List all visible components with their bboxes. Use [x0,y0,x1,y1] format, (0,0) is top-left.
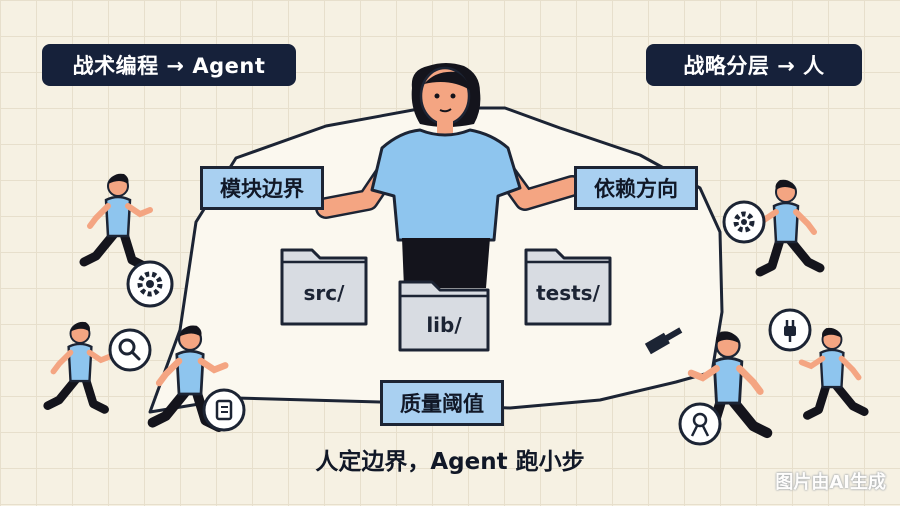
folder-tests-label: tests/ [536,281,600,305]
caption: 人定边界，Agent 跑小步 [315,449,585,475]
quality-threshold-label: 质量阈值 [380,380,504,426]
document-icon [202,388,246,432]
magnifier-icon [108,328,152,372]
tactical-programming-pill: 战术编程 → Agent [42,44,296,86]
plug-icon [768,308,812,352]
folder-tests [524,248,612,326]
folder-lib [398,280,490,352]
gear-icon-right [722,200,766,244]
gear-icon [126,260,174,308]
dependency-direction-label: 依赖方向 [574,166,698,210]
central-person-figure [315,63,583,288]
watermark: 图片由AI生成 [775,472,886,493]
hammer-icon [644,327,683,355]
folder-src-label: src/ [304,281,346,305]
folder-src [280,248,368,326]
runner-right-bottom [802,328,865,416]
folder-lib-label: lib/ [426,313,462,337]
runner-left-middle [48,322,111,410]
runner-left-top [84,174,150,266]
pin-icon [678,402,722,446]
strategic-layering-pill: 战略分层 → 人 [646,44,862,86]
module-boundary-label: 模块边界 [200,166,324,210]
